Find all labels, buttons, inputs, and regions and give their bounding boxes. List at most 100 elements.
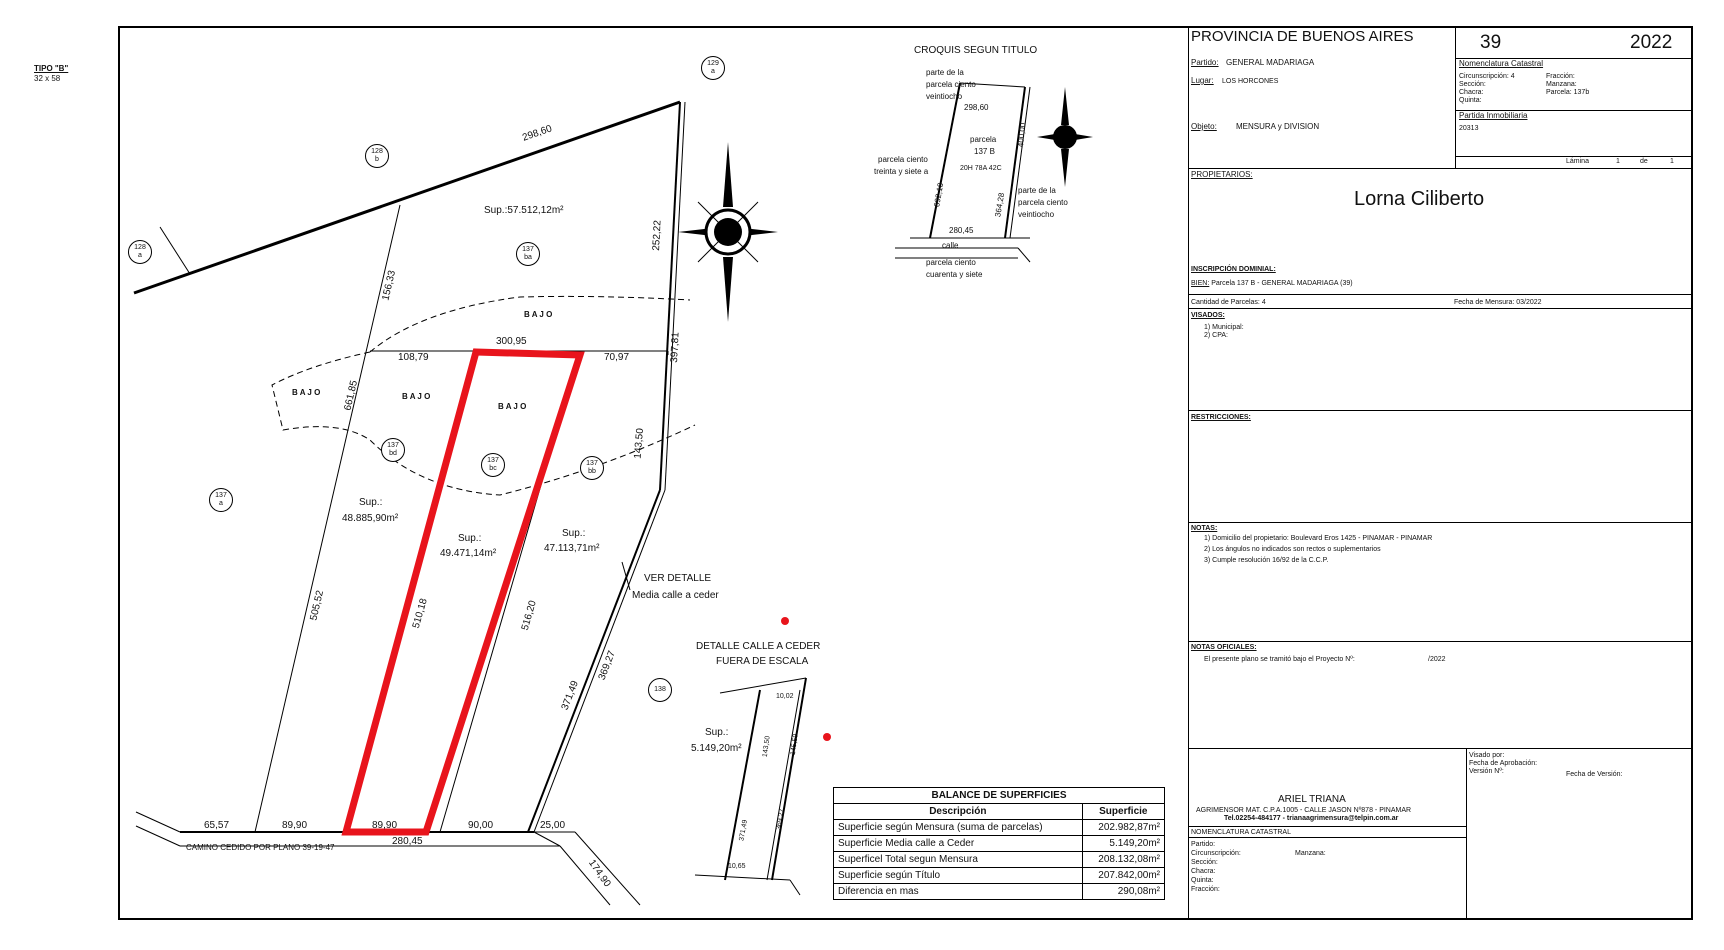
- tipo-size: 32 x 58: [34, 74, 61, 83]
- visados-label: VISADOS:: [1191, 312, 1225, 319]
- notas-oficiales-text: El presente plano se tramitó bajo el Pro…: [1204, 656, 1355, 663]
- lugar-value: LOS HORCONES: [1222, 78, 1279, 85]
- dim-108-79: 108,79: [398, 352, 429, 363]
- balance-col-sup: Superficie: [1081, 803, 1166, 820]
- objeto-label: Objeto:: [1191, 122, 1217, 131]
- detalle-title-2: FUERA DE ESCALA: [716, 656, 809, 667]
- sup-parcel-137bb: 47.113,71m²: [544, 543, 600, 554]
- parcel-circle-138: 138: [648, 678, 672, 702]
- croquis-parte-top-2: parcela ciento: [926, 80, 976, 89]
- partido-value: GENERAL MADARIAGA: [1226, 58, 1315, 67]
- croquis-parte-top-3: veintiocho: [926, 92, 963, 101]
- croquis-bottom-1: parcela ciento: [926, 258, 976, 267]
- sup-parcel-137bc: 49.471,14m²: [440, 548, 497, 559]
- highlighted-parcel-137bc: [341, 348, 585, 836]
- surveyor-line1: AGRIMENSOR MAT. C.P.A.1005 - CALLE JASON…: [1196, 807, 1412, 814]
- detalle-dim-10-65: 10,65: [728, 863, 746, 870]
- dim-300-95: 300,95: [496, 336, 527, 347]
- croquis-right-3: veintiocho: [1018, 210, 1055, 219]
- sup-label: Sup.:: [562, 528, 586, 539]
- nomen-parcela: Parcela: 137b: [1546, 89, 1590, 96]
- dim-east-mid: 397,81: [669, 331, 682, 364]
- nomen-chacra: Chacra:: [1459, 89, 1484, 96]
- plan-number-left: 39: [1480, 32, 1502, 53]
- camino-label: CAMINO CEDIDO POR PLANO 39-19-47: [186, 843, 335, 852]
- bajo-curve-bottom: [271, 351, 696, 496]
- nb-fraccion: Fracción:: [1191, 886, 1220, 893]
- nomen-fraccion: Fracción:: [1546, 73, 1575, 80]
- east-boundary-line: [659, 101, 681, 491]
- version-numero: Versión Nº:: [1469, 768, 1504, 775]
- plan-number-right: 2022: [1630, 32, 1673, 53]
- detalle-sup-label: Sup.:: [705, 727, 729, 738]
- nomen-quinta: Quinta:: [1459, 97, 1482, 104]
- nb-seccion: Sección:: [1191, 859, 1218, 866]
- cantidad-parcelas: Cantidad de Parcelas: 4: [1191, 299, 1266, 306]
- road-diag-line: [559, 845, 611, 906]
- croquis-dim-298: 298,60: [964, 103, 989, 112]
- croquis-right-2: parcela ciento: [1018, 198, 1068, 207]
- nota-2: 2) Los ángulos no indicados son rectos o…: [1204, 546, 1381, 553]
- nomen-secc: Sección:: [1459, 81, 1486, 88]
- bajo-label: B A J O: [402, 392, 431, 401]
- detalle-sup-value: 5.149,20m²: [691, 743, 742, 754]
- east-boundary-line-2: [664, 101, 686, 491]
- nomenclatura-bottom-title: NOMENCLATURA CATASTRAL: [1191, 829, 1291, 836]
- sup-label: Sup.:: [359, 497, 383, 508]
- bajo-curve-top: [369, 295, 691, 353]
- north-arrow-icon: [678, 142, 778, 322]
- nb-partido: Partido:: [1191, 841, 1216, 848]
- partida-value: 20313: [1459, 125, 1479, 132]
- balance-title: BALANCE DE SUPERFICIES: [833, 787, 1165, 804]
- notas-oficiales-label: NOTAS OFICIALES:: [1191, 644, 1257, 651]
- nota-1: 1) Domicilio del propietario: Boulevard …: [1204, 535, 1433, 542]
- fecha-mensura: Fecha de Mensura: 03/2022: [1454, 299, 1542, 306]
- province-title: PROVINCIA DE BUENOS AIRES: [1191, 28, 1414, 45]
- croquis-dim-400: 400,00: [1016, 122, 1028, 148]
- notas-oficiales-year: /2022: [1428, 656, 1446, 663]
- nomen-manzana: Manzana:: [1546, 81, 1577, 88]
- croquis-bottom-2: cuarenta y siete: [926, 270, 983, 279]
- croquis-center-1: parcela: [970, 135, 997, 144]
- nb-manzana: Manzana:: [1295, 850, 1326, 857]
- croquis-left-1: parcela ciento: [878, 155, 928, 164]
- nb-circ: Circunscripción:: [1191, 850, 1241, 857]
- croquis-dim-280: 280,45: [949, 226, 974, 235]
- detalle-dim-10-02: 10,02: [776, 693, 794, 700]
- croquis-north-arrow-icon: [1037, 87, 1093, 187]
- red-mark: [823, 733, 831, 741]
- boundary-tick: [159, 226, 191, 275]
- nb-chacra: Chacra:: [1191, 868, 1216, 875]
- de-value: 1: [1670, 158, 1674, 165]
- nota-3: 3) Cumple resolución 16/92 de la C.C.P.: [1204, 557, 1329, 564]
- fecha-version: Fecha de Versión:: [1566, 771, 1623, 778]
- croquis-title: CROQUIS SEGUN TITULO: [914, 45, 1038, 56]
- nomen-circ: Circunscripción: 4: [1459, 73, 1515, 80]
- media-calle: Media calle a ceder: [632, 590, 719, 601]
- croquis-center-3: 20H 78A 42C: [960, 165, 1002, 172]
- balance-col-desc: Descripción: [833, 803, 1083, 820]
- inscripcion-label: INSCRIPCIÓN DOMINIAL:: [1191, 266, 1276, 273]
- surveyor-name: ARIEL TRIANA: [1278, 794, 1346, 805]
- owner-name: Lorna Ciliberto: [1354, 188, 1485, 210]
- visado-municipal: 1) Municipal:: [1204, 324, 1244, 331]
- dim-25-00: 25,00: [540, 820, 566, 831]
- croquis-right-1: parte de la: [1018, 186, 1056, 195]
- objeto-value: MENSURA y DIVISION: [1236, 122, 1320, 131]
- bajo-label: B A J O: [292, 388, 321, 397]
- croquis-calle: calle: [942, 241, 959, 250]
- croquis-parte-top: parte de la: [926, 68, 964, 77]
- croquis-top-line: [959, 82, 1026, 88]
- partido-label: Partido:: [1191, 58, 1219, 67]
